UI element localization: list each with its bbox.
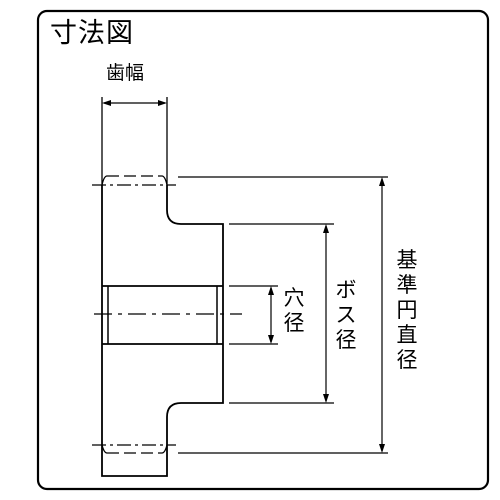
boss-arrow-top <box>323 224 329 233</box>
face-width-arrow-right <box>158 100 167 106</box>
bore-arrow-bottom <box>268 335 274 344</box>
pitch-arrow-top <box>379 177 385 186</box>
gear-outline <box>101 185 224 477</box>
boss-diameter-label: ボス径 <box>335 278 357 352</box>
bore-arrow-top <box>268 286 274 295</box>
tooth-bottom-left-curve <box>101 444 108 454</box>
pitch-diameter-label: 基準円直径 <box>396 248 418 372</box>
face-width-label: 歯幅 <box>106 62 145 84</box>
drawing-title: 寸法図 <box>50 18 134 49</box>
tooth-bottom-right-curve <box>161 444 168 454</box>
tooth-top-right-curve <box>161 175 168 186</box>
face-width-arrow-left <box>102 100 111 106</box>
bore-diameter-label: 穴径 <box>283 286 305 335</box>
boss-arrow-bottom <box>323 394 329 403</box>
tooth-top-left-curve <box>101 175 108 186</box>
drawing-border <box>36 9 490 491</box>
pitch-arrow-bottom <box>379 444 385 453</box>
